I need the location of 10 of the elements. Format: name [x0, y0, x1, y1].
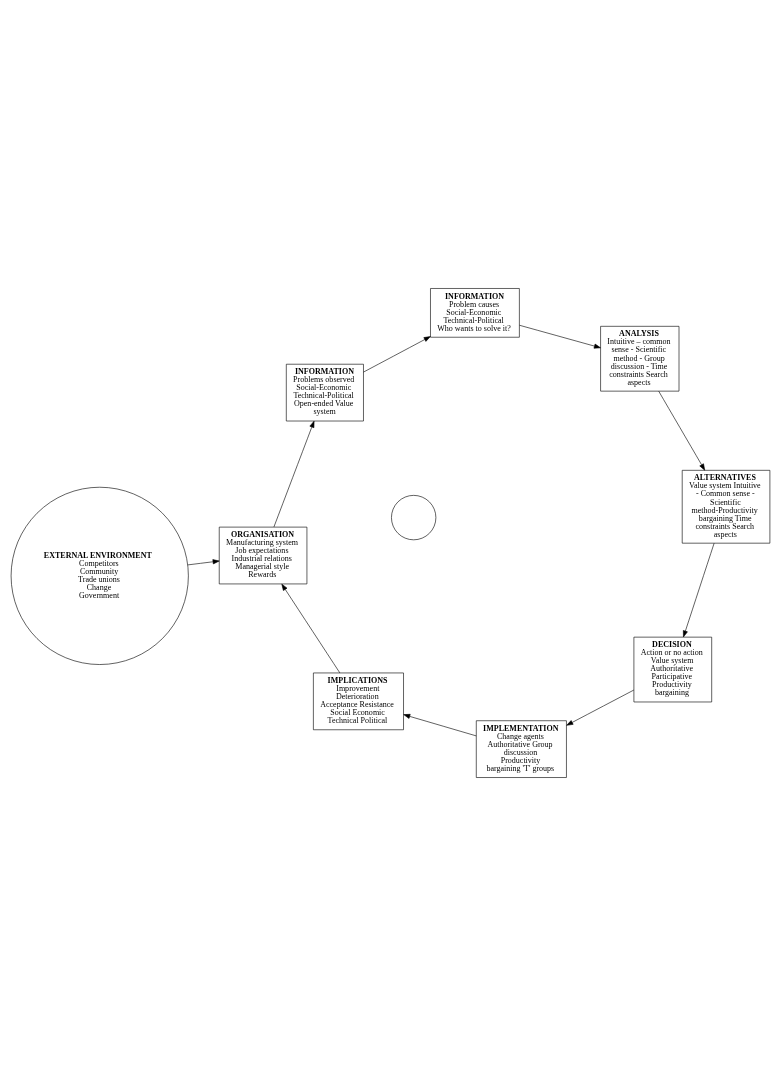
arrow [187, 558, 220, 565]
arrow [403, 713, 477, 736]
arrow [281, 583, 341, 673]
arrow [363, 335, 431, 372]
node-circle [391, 494, 437, 540]
arrow [658, 390, 706, 470]
arrow [519, 324, 601, 349]
arrow [683, 542, 715, 637]
arrow [273, 420, 315, 527]
arrow [566, 689, 635, 726]
